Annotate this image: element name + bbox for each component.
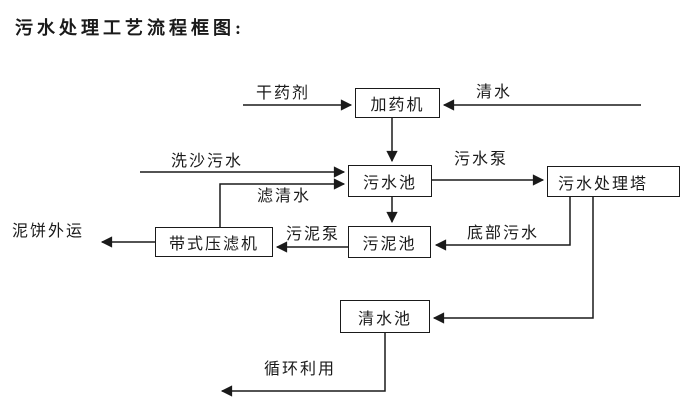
- node-clean-water-pool: 清水池: [340, 300, 430, 333]
- label-bottom-sewage: 底部污水: [467, 225, 540, 242]
- label-sewage-pump: 污水泵: [454, 151, 509, 168]
- label-mud-cake-out: 泥饼外运: [12, 223, 85, 240]
- label-dry-agent: 干药剂: [256, 85, 311, 102]
- label-sludge-pump: 污泥泵: [286, 226, 341, 243]
- node-sludge-pool: 污泥池: [348, 226, 431, 258]
- node-dosing-machine: 加药机: [355, 88, 440, 118]
- arrow-filtered-water-to-sewage-pool: [219, 178, 346, 227]
- label-sand-washing-sewage: 洗沙污水: [171, 153, 244, 170]
- page-title: 污水处理工艺流程框图:: [15, 18, 245, 38]
- label-recycle: 循环利用: [264, 361, 337, 378]
- arrow-tower-to-clean-water-pool: [432, 197, 594, 324]
- node-belt-filter-press: 带式压滤机: [155, 227, 273, 257]
- node-treatment-tower: 污水处理塔: [547, 166, 680, 197]
- arrow-recycle-out: [220, 333, 386, 397]
- label-clean-water: 清水: [476, 84, 513, 101]
- arrow-bottom-sewage-to-sludge-pool: [434, 197, 571, 251]
- label-filtered-water: 滤清水: [257, 188, 312, 205]
- node-sewage-pool: 污水池: [348, 165, 432, 197]
